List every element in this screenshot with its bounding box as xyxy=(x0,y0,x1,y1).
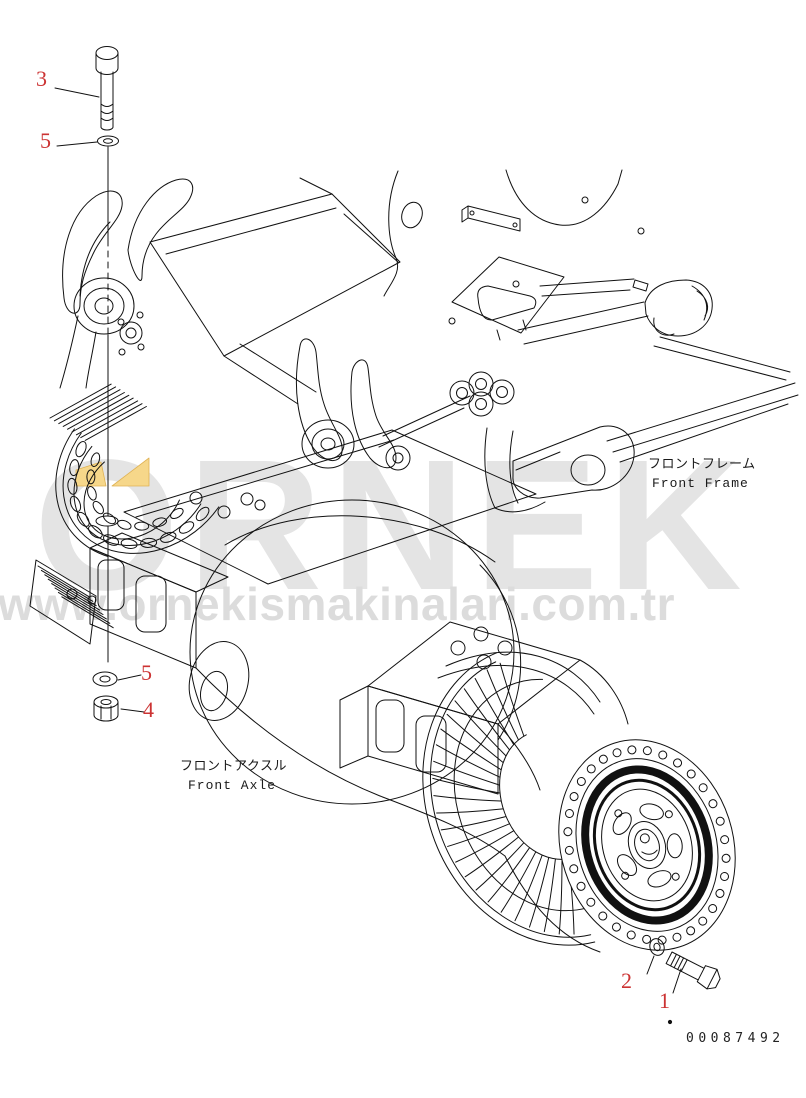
callout-leader-lines-middle xyxy=(117,674,145,713)
washer-2-drawing xyxy=(649,938,665,956)
highlight-patch-right xyxy=(111,457,150,487)
callout-1: 1 xyxy=(659,988,670,1013)
drawing-number: 00087492 xyxy=(686,1031,785,1046)
label-front-frame-ja: フロントフレーム xyxy=(648,457,756,472)
label-front-axle-ja: フロントアクスル xyxy=(180,759,287,774)
watermark-url: www.ornekismakinalari.com.tr xyxy=(0,578,675,630)
callout-2: 2 xyxy=(621,968,632,993)
ring-gear-drawing xyxy=(49,383,220,557)
wheel-hub-drawing xyxy=(339,621,736,951)
bolt-3-drawing xyxy=(95,46,119,131)
front-frame-drawing xyxy=(59,169,799,513)
front-axle-drawing xyxy=(29,429,601,953)
nut-4-drawing xyxy=(93,695,119,722)
callout-5-top: 5 xyxy=(40,128,51,153)
callout-5-middle: 5 xyxy=(141,660,152,685)
bolt-1-drawing xyxy=(665,951,721,990)
axle-right-mount xyxy=(339,621,581,795)
callout-leader-lines-bottom xyxy=(646,955,682,1025)
callout-3: 3 xyxy=(36,66,47,91)
label-front-axle-en: Front Axle xyxy=(188,778,277,793)
label-front-frame-en: Front Frame xyxy=(652,476,749,491)
callout-leader-lines-top xyxy=(54,87,100,147)
washer-5-top-drawing xyxy=(97,135,119,147)
callout-4: 4 xyxy=(143,697,154,722)
washer-5-drawing xyxy=(92,671,118,687)
assembly-axis-line xyxy=(95,146,119,663)
